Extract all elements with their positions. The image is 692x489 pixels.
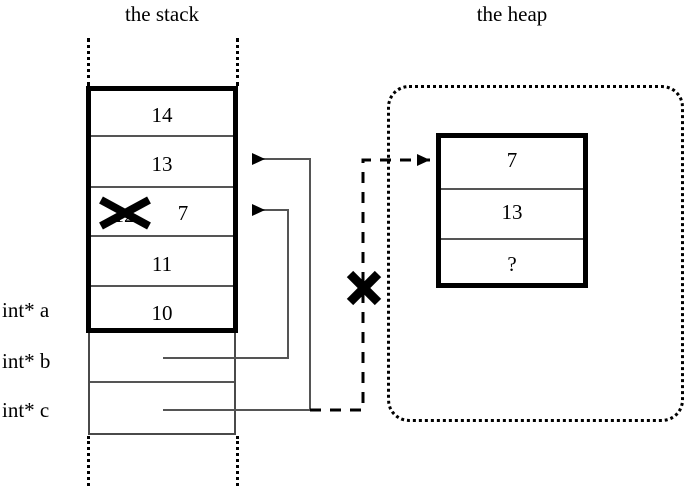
stack-cell-10	[91, 285, 233, 328]
invalid-pointer-x-icon	[346, 270, 382, 306]
stack-cell-c	[90, 381, 234, 433]
stack-guide-top-right	[236, 38, 239, 86]
stack-value-13: 13	[151, 152, 173, 176]
label-int-a: int* a	[2, 298, 50, 322]
stack-guide-bottom-right	[236, 436, 239, 486]
heap-region-boundary	[387, 85, 684, 422]
stack-guide-bottom-left	[87, 436, 90, 486]
pointer-route-c-to-stack13	[163, 153, 311, 411]
stack-value-11: 11	[151, 252, 173, 276]
strikeout-x-icon	[99, 196, 151, 230]
stack-cell-11	[91, 235, 233, 285]
label-int-b: int* b	[2, 349, 51, 373]
stack-value-10: 10	[151, 301, 173, 325]
stack-pointer-cells	[88, 333, 236, 435]
stack-guide-top-left	[87, 38, 90, 86]
heap-value-2: ?	[507, 252, 517, 276]
pointer-route-dangling-to-heap	[310, 154, 430, 412]
heap-title: the heap	[476, 2, 548, 26]
heap-value-0: 7	[506, 148, 518, 172]
stack-title: the stack	[124, 2, 200, 26]
heap-block	[436, 133, 588, 288]
stack-cell-13	[91, 135, 233, 186]
stack-cell-12	[91, 186, 233, 235]
stack-value-14: 14	[151, 103, 173, 127]
stack-value-12-new: 7	[177, 201, 189, 225]
heap-value-1: 13	[501, 200, 523, 224]
label-int-c: int* c	[2, 398, 50, 422]
stack-value-12-struck-group: 12 7	[86, 196, 238, 232]
heap-cell-1	[441, 188, 583, 240]
pointer-route-b-to-stack7	[163, 204, 289, 359]
heap-cell-2	[441, 238, 583, 283]
